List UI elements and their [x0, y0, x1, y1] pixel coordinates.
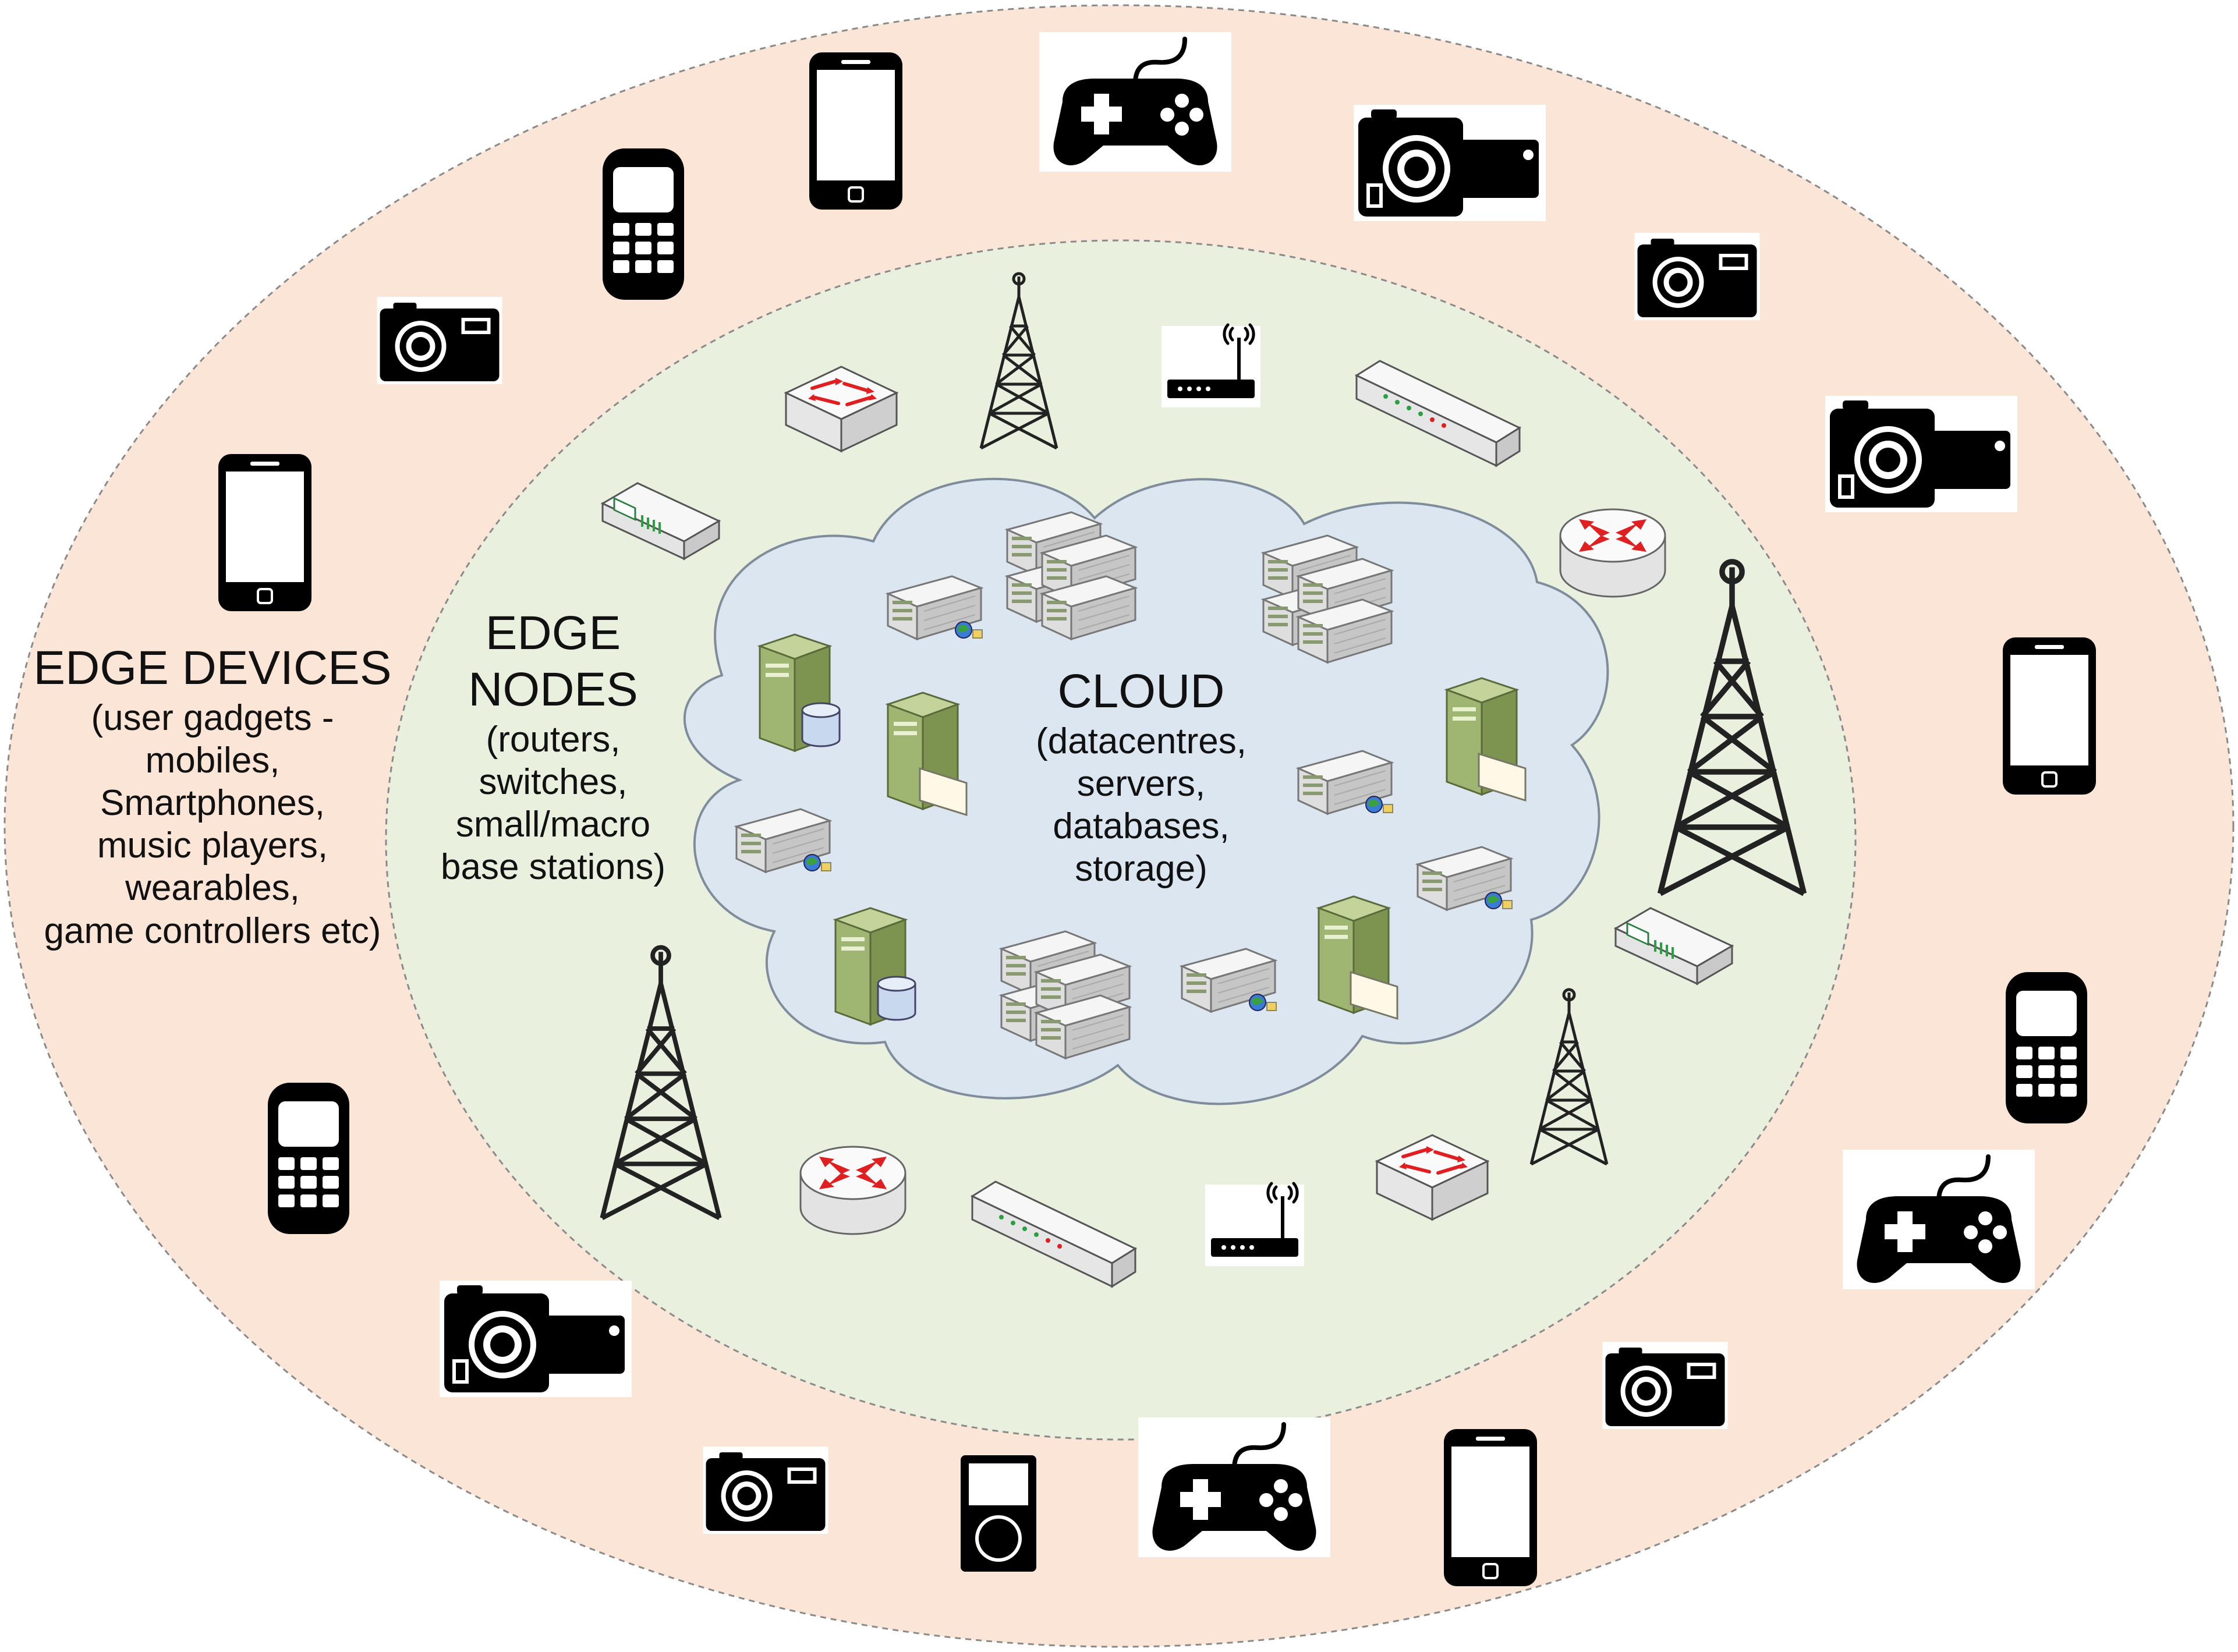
- cloud-sub-1: (datacentres,: [1036, 721, 1247, 761]
- tower-server-icon: [1318, 895, 1398, 1020]
- cellphone-icon: [2006, 972, 2087, 1123]
- wifi-router-icon: [1162, 325, 1260, 407]
- cloud-title: CLOUD: [1057, 665, 1225, 718]
- tower-db-icon: [834, 907, 916, 1026]
- edge-devices-sub-6: game controllers etc): [44, 910, 381, 951]
- edge-devices-label: EDGE DEVICES (user gadgets - mobiles, Sm…: [12, 640, 413, 952]
- cloud-sub-2: servers,: [1076, 763, 1206, 804]
- smartphone-icon: [2002, 636, 2097, 796]
- gamepad-icon: [1039, 32, 1231, 172]
- edge-nodes-title-2: NODES: [468, 662, 638, 716]
- router-icon: [1559, 508, 1666, 598]
- cloud-label: CLOUD (datacentres, servers, databases, …: [990, 664, 1292, 890]
- edge-devices-sub-1: (user gadgets -: [91, 697, 334, 738]
- smartphone-icon: [217, 453, 313, 612]
- smartphone-icon: [1443, 1428, 1538, 1587]
- tower-server-icon: [1446, 677, 1527, 802]
- edge-devices-sub-3: Smartphones,: [100, 783, 325, 824]
- gamepad-icon: [1138, 1417, 1330, 1557]
- cellphone-icon: [268, 1083, 349, 1234]
- music-player-icon: [961, 1455, 1036, 1572]
- camera-icon: [1634, 233, 1760, 320]
- video-camera-icon: [1825, 396, 2017, 512]
- video-camera-icon: [1354, 105, 1546, 221]
- edge-devices-sub-5: wearables,: [125, 868, 300, 909]
- camera-icon: [377, 297, 502, 384]
- smartphone-icon: [808, 51, 904, 211]
- gamepad-icon: [1843, 1150, 2035, 1289]
- video-camera-icon: [440, 1281, 632, 1397]
- edge-devices-sub-4: music players,: [97, 825, 328, 866]
- edge-nodes-sub-2: switches,: [479, 761, 628, 802]
- camera-icon: [703, 1447, 828, 1534]
- router-icon: [799, 1146, 906, 1235]
- tower-server-icon: [887, 692, 968, 816]
- camera-icon: [1602, 1342, 1728, 1429]
- cloud-sub-4: storage): [1075, 849, 1207, 889]
- cloud-sub-3: databases,: [1053, 806, 1230, 847]
- edge-devices-title: EDGE DEVICES: [33, 641, 392, 694]
- edge-nodes-sub-4: base stations): [441, 846, 665, 887]
- edge-nodes-label: EDGE NODES (routers, switches, small/mac…: [408, 605, 699, 888]
- edge-nodes-sub-1: (routers,: [486, 719, 621, 760]
- edge-devices-sub-2: mobiles,: [145, 740, 280, 781]
- cellphone-icon: [603, 148, 684, 300]
- wifi-router-icon: [1205, 1183, 1304, 1266]
- tower-db-icon: [759, 633, 841, 752]
- edge-nodes-title-1: EDGE: [485, 607, 621, 660]
- edge-nodes-sub-3: small/macro: [455, 804, 651, 845]
